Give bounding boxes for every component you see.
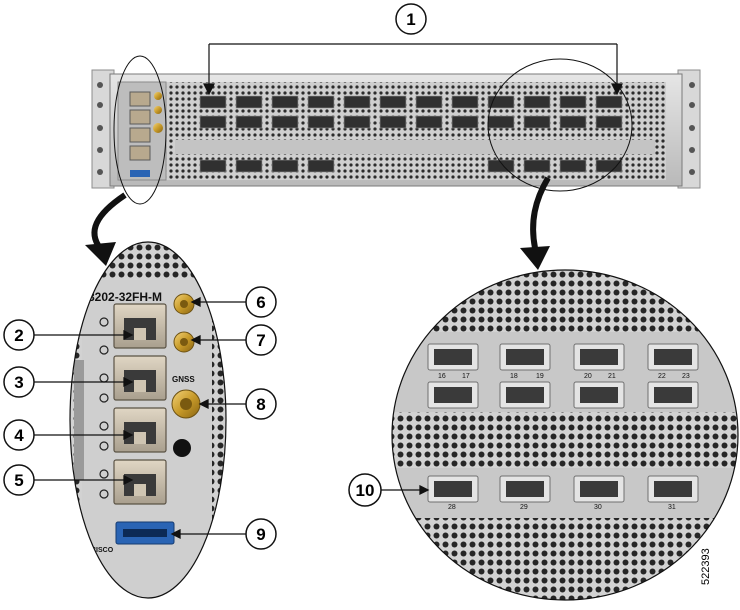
callout-5-label: 5 (14, 471, 23, 490)
chassis-qsfp-port (595, 95, 623, 109)
callout-1-bracket (203, 43, 623, 96)
zoom-qsfp-port (647, 381, 699, 409)
chassis-qsfp-port (415, 115, 443, 129)
chassis-qsfp-port (559, 95, 587, 109)
left-zoom-view: 8202-32FH-M GNSS CISCO (69, 241, 227, 599)
chassis-qsfp-port (559, 159, 587, 173)
chassis-qsfp-port (451, 115, 479, 129)
zoom-arrow-right (520, 176, 551, 270)
chassis-qsfp-port (307, 159, 335, 173)
chassis-qsfp-port (235, 115, 263, 129)
zoom-qsfp-port (427, 475, 479, 503)
port-number-label: 29 (520, 504, 528, 511)
chassis-qsfp-port (379, 115, 407, 129)
chassis-qsfp-port (415, 95, 443, 109)
callout-2-label: 2 (14, 326, 23, 345)
callout-4: 4 (3, 419, 35, 451)
chassis-qsfp-port (199, 115, 227, 129)
model-label: 8202-32FH-M (88, 290, 162, 304)
chassis-qsfp-port (307, 115, 335, 129)
port-number-label: 16 (438, 373, 446, 380)
callout-3-label: 3 (14, 373, 23, 392)
callout-1: 1 (395, 3, 427, 35)
right-highlight-ellipse (487, 58, 633, 192)
callout-8: 8 (245, 388, 277, 420)
zoom-arrow-left (85, 192, 127, 266)
chassis-qsfp-port (595, 115, 623, 129)
zoom-qsfp-port (573, 381, 625, 409)
callout-10: 10 (348, 473, 382, 507)
chassis-qsfp-port (379, 95, 407, 109)
chassis-qsfp-port (487, 115, 515, 129)
port-number-label: 30 (594, 504, 602, 511)
port-number-label: 21 (608, 373, 616, 380)
port-number-label: 20 (584, 373, 592, 380)
right-zoom-outline (391, 269, 739, 601)
chassis-qsfp-port (199, 95, 227, 109)
chassis-qsfp-port (235, 95, 263, 109)
port-number-label: 17 (462, 373, 470, 380)
port-number-label: 18 (510, 373, 518, 380)
callout-leaders (34, 296, 430, 540)
zoom-qsfp-port (573, 475, 625, 503)
chassis-front-panel (91, 69, 701, 189)
chassis-qsfp-port (487, 95, 515, 109)
left-highlight-ellipse (113, 55, 167, 205)
zoom-qsfp-port (573, 343, 625, 371)
chassis-qsfp-port (523, 159, 551, 173)
callout-4-label: 4 (14, 426, 24, 445)
port-number-label: 19 (536, 373, 544, 380)
callout-6-label: 6 (256, 293, 265, 312)
chassis-qsfp-port (451, 95, 479, 109)
zoom-port-group: 16 17 18 19 20 21 22 23 28 29 30 31 (427, 343, 699, 511)
chassis-qsfp-port (343, 95, 371, 109)
brand-label: CISCO (91, 547, 114, 554)
zoom-qsfp-port (427, 343, 479, 371)
chassis-qsfp-port (343, 115, 371, 129)
callout-1-label: 1 (406, 10, 415, 29)
zoom-qsfp-port (647, 343, 699, 371)
figure-number: 522393 (700, 548, 712, 585)
port-number-label: 28 (448, 504, 456, 511)
port-number-label: 31 (668, 504, 676, 511)
chassis-qsfp-port (523, 95, 551, 109)
chassis-qsfp-port (271, 95, 299, 109)
port-number-label: 22 (658, 373, 666, 380)
chassis-qsfp-port (199, 159, 227, 173)
chassis-port-rows (175, 95, 655, 173)
chassis-qsfp-port (271, 159, 299, 173)
callout-9: 9 (245, 518, 277, 550)
port-number-label: 23 (682, 373, 690, 380)
chassis-qsfp-port (307, 95, 335, 109)
chassis-qsfp-port (523, 115, 551, 129)
callout-9-label: 9 (256, 525, 265, 544)
zoom-qsfp-port (499, 475, 551, 503)
zoom-qsfp-port (499, 343, 551, 371)
callout-5: 5 (3, 464, 35, 496)
chassis-qsfp-port (559, 115, 587, 129)
callout-8-label: 8 (256, 395, 265, 414)
callout-6: 6 (245, 286, 277, 318)
callout-7: 7 (245, 324, 277, 356)
zoom-qsfp-port (647, 475, 699, 503)
callout-3: 3 (3, 366, 35, 398)
gnss-label: GNSS (172, 375, 195, 384)
chassis-qsfp-port (487, 159, 515, 173)
chassis-qsfp-port (235, 159, 263, 173)
callout-7-label: 7 (256, 331, 265, 350)
chassis-qsfp-port (595, 159, 623, 173)
right-zoom-view: 16 17 18 19 20 21 22 23 28 29 30 31 (391, 269, 739, 601)
callout-10-label: 10 (356, 481, 375, 500)
zoom-qsfp-port (427, 381, 479, 409)
callout-2: 2 (3, 319, 35, 351)
left-zoom-outline (69, 241, 227, 599)
zoom-qsfp-port (499, 381, 551, 409)
chassis-qsfp-port (271, 115, 299, 129)
